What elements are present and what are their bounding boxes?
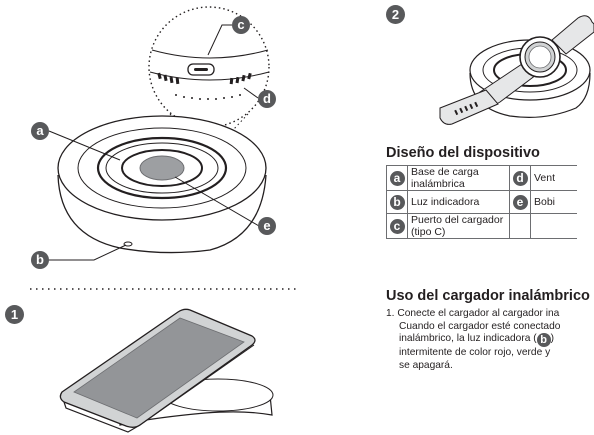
indicator-badge-inline: b [536,333,551,348]
step-2-badge: 2 [386,5,405,24]
device-layout-heading: Diseño del dispositivo [386,145,540,161]
usage-heading: Uso del cargador inalámbrico [386,288,590,304]
usage-line-4: intermitente de color rojo, verde y [399,347,551,359]
charging-coil-shape [139,155,185,181]
port-zoom-view [148,6,270,131]
part-b-badge: b [389,194,405,210]
usage-line-5: se apagará. [399,359,453,371]
callout-lines [48,24,260,261]
part-d-badge: d [512,170,528,186]
usage-line-3-end: ) [550,333,555,345]
part-e-badge: e [512,194,528,210]
usage-line-3: inalámbrico, la luz indicadora ( [399,333,537,345]
step-1-badge: 1 [5,305,24,324]
watch-strap-upper [551,15,594,55]
phone-on-pad-drawing [59,308,274,433]
usage-step-1: 1. Conecte el cargador al cargador ina C… [386,308,594,372]
callout-c-badge: c [232,16,250,34]
callout-b-badge: b [31,251,49,269]
vent-holes [157,72,252,100]
table-row: c Puerto del cargador (tipo C) [386,213,577,239]
watch-on-pad-drawing [439,15,594,125]
step-number: 1. [386,308,395,319]
callout-e-badge: e [258,217,276,235]
part-a-label: Base de carga inalámbrica [407,165,510,191]
watch-strap-lower [439,89,499,125]
part-b-label: Luz indicadora [407,190,510,214]
callout-a-badge: a [31,122,49,140]
part-c-badge: c [389,218,405,234]
part-d-label: Vent [530,165,577,191]
charging-pad-drawing [57,115,267,254]
part-a-badge: a [389,170,405,186]
part-c-label: Puerto del cargador (tipo C) [407,213,510,239]
parts-table: a Base de carga inalámbrica d Vent b Luz… [386,165,577,239]
callout-d-badge: d [258,90,276,108]
usage-line-1: Conecte el cargador al cargador ina [397,308,560,319]
part-e-label: Bobi [530,190,577,214]
table-row: b Luz indicadora e Bobi [386,190,577,214]
table-row: a Base de carga inalámbrica d Vent [386,165,577,191]
usage-line-2: Cuando el cargador esté conectado [399,320,561,332]
